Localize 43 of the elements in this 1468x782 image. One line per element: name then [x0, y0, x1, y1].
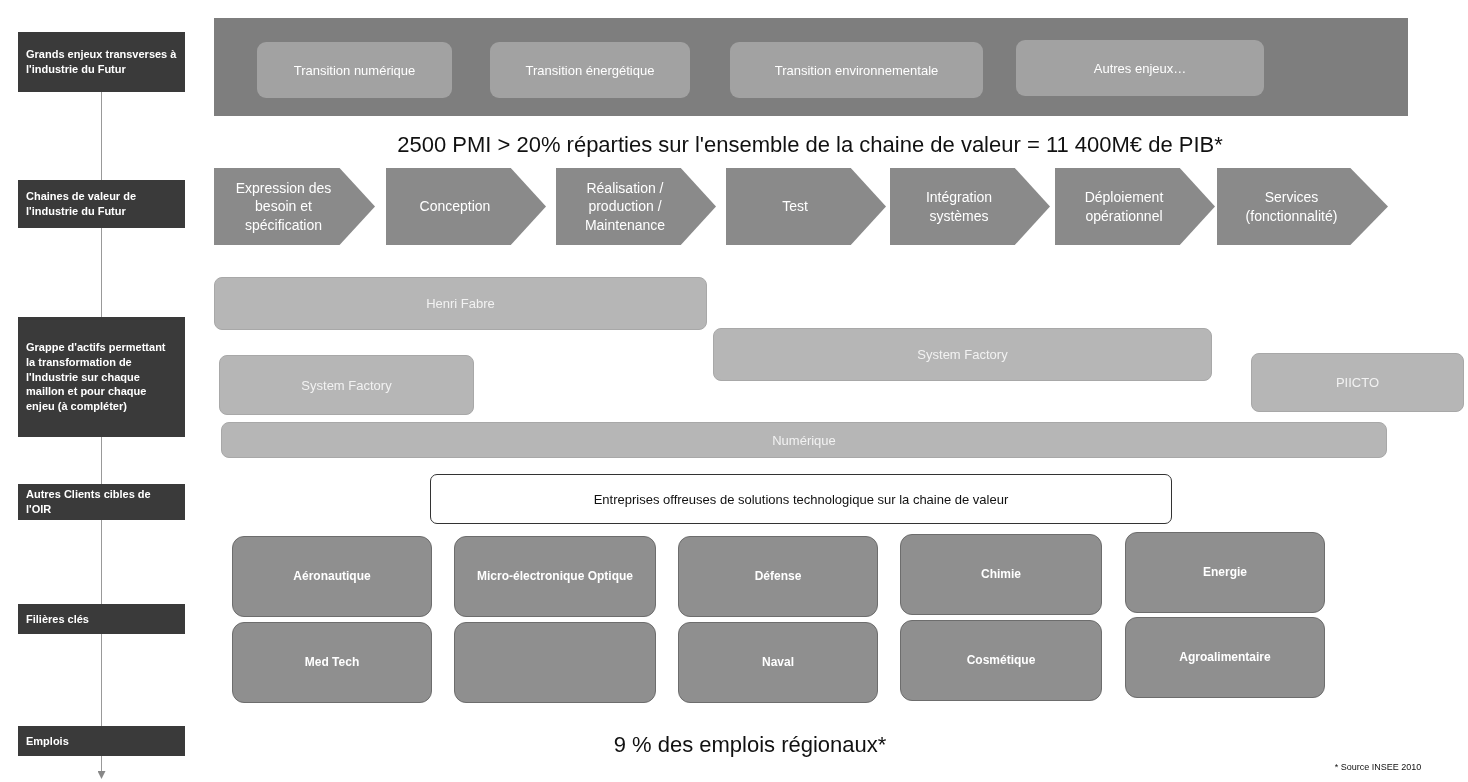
issue-box: Transition environnementale [730, 42, 983, 98]
connector-line [101, 633, 102, 727]
empty-box [454, 622, 656, 703]
sector-box: Micro-électronique Optique [454, 536, 656, 617]
row-heading: Grappe d'actifs permettant la transformation de l'Industrie sur chaque maillon et pour chaque enjeu (à compléter) [18, 317, 185, 437]
summary-note: 2500 PMI > 20% réparties sur l'ensemble de la chaine de valeur = 11 400M€ de PIB* [397, 132, 1223, 158]
sector-box: Aéronautique [232, 536, 432, 617]
asset-bar: System Factory [713, 328, 1212, 381]
issue-box: Autres enjeux… [1016, 40, 1264, 96]
summary-note: 9 % des emplois régionaux* [613, 732, 887, 758]
row-heading: Autres Clients cibles de l'OIR [18, 484, 185, 520]
client-box: Entreprises offreuses de solutions technologique sur la chaine de valeur [430, 474, 1172, 524]
row-heading: Chaines de valeur de l'industrie du Futur [18, 180, 185, 228]
sector-box: Défense [678, 536, 878, 617]
issue-box: Transition énergétique [490, 42, 690, 98]
connector-line [101, 91, 102, 181]
asset-bar: PIICTO [1251, 353, 1464, 412]
issue-box: Transition numérique [257, 42, 452, 98]
sector-box: Energie [1125, 532, 1325, 613]
sector-box: Med Tech [232, 622, 432, 703]
process-step: Réalisation / production / Maintenance [556, 168, 716, 245]
row-heading: Grands enjeux transverses à l'industrie du Futur [18, 32, 185, 92]
connector-line [101, 227, 102, 318]
asset-bar: Numérique [221, 422, 1387, 458]
row-heading: Emplois [18, 726, 185, 756]
asset-bar: System Factory [219, 355, 474, 415]
process-step: Services (fonctionnalité) [1217, 168, 1388, 245]
process-step: Expression des besoin et spécification [214, 168, 375, 245]
row-heading: Filières clés [18, 604, 185, 634]
process-step: Test [726, 168, 886, 245]
arrow [97, 755, 106, 779]
sector-box: Cosmétique [900, 620, 1102, 701]
sector-box: Naval [678, 622, 878, 703]
sector-box: Agroalimentaire [1125, 617, 1325, 698]
issues-band [214, 18, 1408, 116]
connector-line [101, 436, 102, 485]
process-step: Conception [386, 168, 546, 245]
connector-line [101, 519, 102, 605]
process-step: Intégration systèmes [890, 168, 1050, 245]
process-step: Déploiement opérationnel [1055, 168, 1215, 245]
sector-box: Chimie [900, 534, 1102, 615]
source-note: * Source INSEE 2010 [1334, 762, 1422, 772]
asset-bar: Henri Fabre [214, 277, 707, 330]
